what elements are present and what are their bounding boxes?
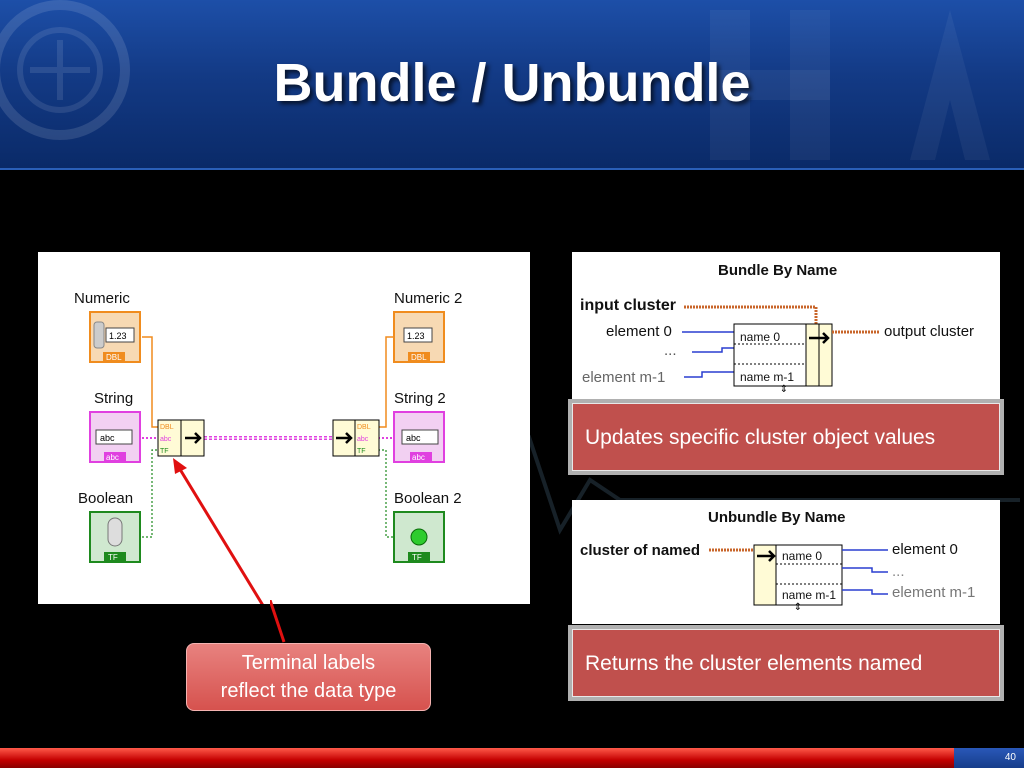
led-icon	[410, 528, 428, 546]
unbundle-name-m1-label: name m-1	[782, 588, 837, 602]
svg-text:abc: abc	[160, 436, 172, 443]
name-m1-label: name m-1	[740, 370, 795, 384]
svg-text:DBL: DBL	[160, 424, 174, 431]
unbundle-caption: Returns the cluster elements named	[585, 652, 923, 675]
boolean2-label: Boolean 2	[394, 490, 462, 507]
bundle-node: DBL abc TF	[157, 419, 205, 457]
svg-text:abc: abc	[412, 453, 425, 462]
unbundle-node: DBL abc TF	[332, 419, 380, 457]
unbundle-ellipsis-label: ...	[892, 563, 905, 580]
unbundle-by-name-node: ⇕	[753, 544, 843, 613]
element-m1-label: element m-1	[582, 369, 666, 386]
unbundle-name-0-label: name 0	[782, 549, 823, 563]
svg-text:abc: abc	[100, 433, 115, 443]
svg-text:DBL: DBL	[411, 353, 427, 362]
output-cluster-label: output cluster	[884, 323, 975, 340]
numeric-wire	[142, 336, 158, 428]
unbundle-caption-box: Returns the cluster elements named	[572, 629, 1000, 697]
bundle-diagram-panel: 1.23 DBL abc abc TF DBL abc TF	[38, 252, 530, 604]
boolean2-wire	[378, 449, 394, 538]
svg-text:⇕: ⇕	[794, 602, 802, 613]
string-label: String	[94, 390, 134, 407]
callout-line-2: reflect the data type	[220, 680, 397, 702]
callout-arrow-tail	[270, 600, 286, 643]
element-0-label: element 0	[606, 323, 672, 340]
svg-text:TF: TF	[357, 448, 366, 455]
unbundle-by-name-panel: ⇕ Unbundle By Name cluster of named name…	[572, 500, 1000, 624]
terminal-labels-callout: Terminal labels reflect the data type	[186, 643, 431, 711]
name-0-label: name 0	[740, 330, 781, 344]
unbundle-by-name-title: Unbundle By Name	[708, 509, 846, 526]
bundle-by-name-node: ⇕	[733, 323, 833, 395]
input-cluster-label: input cluster	[580, 297, 677, 314]
bundle-caption: Updates specific cluster object values	[585, 426, 936, 449]
numeric-value: 1.23	[109, 331, 127, 341]
svg-text:1.23: 1.23	[407, 331, 425, 341]
svg-text:TF: TF	[412, 553, 422, 562]
boolean-control: TF	[89, 511, 141, 563]
numeric2-wire	[378, 336, 394, 428]
svg-text:DBL: DBL	[106, 353, 122, 362]
numeric-control: 1.23 DBL	[89, 311, 141, 363]
bundle-diagram: 1.23 DBL abc abc TF DBL abc TF	[89, 311, 445, 604]
svg-text:abc: abc	[357, 436, 369, 443]
bundle-by-name-title: Bundle By Name	[718, 262, 838, 279]
bundle-by-name-panel: ⇕ Bundle By Name input cluster element 0…	[572, 252, 1000, 400]
letters-watermark-icon	[710, 10, 990, 160]
slide-header: Bundle / Unbundle	[0, 0, 1024, 170]
numeric-label: Numeric	[74, 290, 130, 307]
cluster-of-named-label: cluster of named	[580, 542, 701, 559]
page-number: 40	[954, 748, 1024, 768]
svg-text:abc: abc	[106, 453, 119, 462]
svg-text:DBL: DBL	[357, 424, 371, 431]
boolean-wire	[142, 449, 158, 538]
callout-arrow	[176, 465, 264, 604]
string2-label: String 2	[394, 390, 446, 407]
string2-indicator: abc abc	[393, 411, 445, 463]
ellipsis-label: ...	[664, 342, 677, 359]
logo-watermark-icon	[0, 0, 130, 140]
unbundle-element-m1-label: element m-1	[892, 584, 976, 601]
svg-text:TF: TF	[160, 448, 169, 455]
bundle-caption-box: Updates specific cluster object values	[572, 403, 1000, 471]
svg-text:⇕: ⇕	[780, 384, 788, 395]
boolean2-indicator: TF	[393, 511, 445, 563]
slide-title: Bundle / Unbundle	[273, 53, 751, 113]
svg-text:abc: abc	[406, 433, 421, 443]
callout-line-1: Terminal labels	[241, 652, 376, 674]
string-control: abc abc	[89, 411, 141, 463]
footer-bar	[0, 748, 954, 768]
boolean-label: Boolean	[78, 490, 134, 507]
unbundle-element-0-label: element 0	[892, 541, 958, 558]
numeric2-label: Numeric 2	[394, 290, 463, 307]
svg-text:TF: TF	[108, 553, 118, 562]
numeric2-indicator: 1.23 DBL	[393, 311, 445, 363]
